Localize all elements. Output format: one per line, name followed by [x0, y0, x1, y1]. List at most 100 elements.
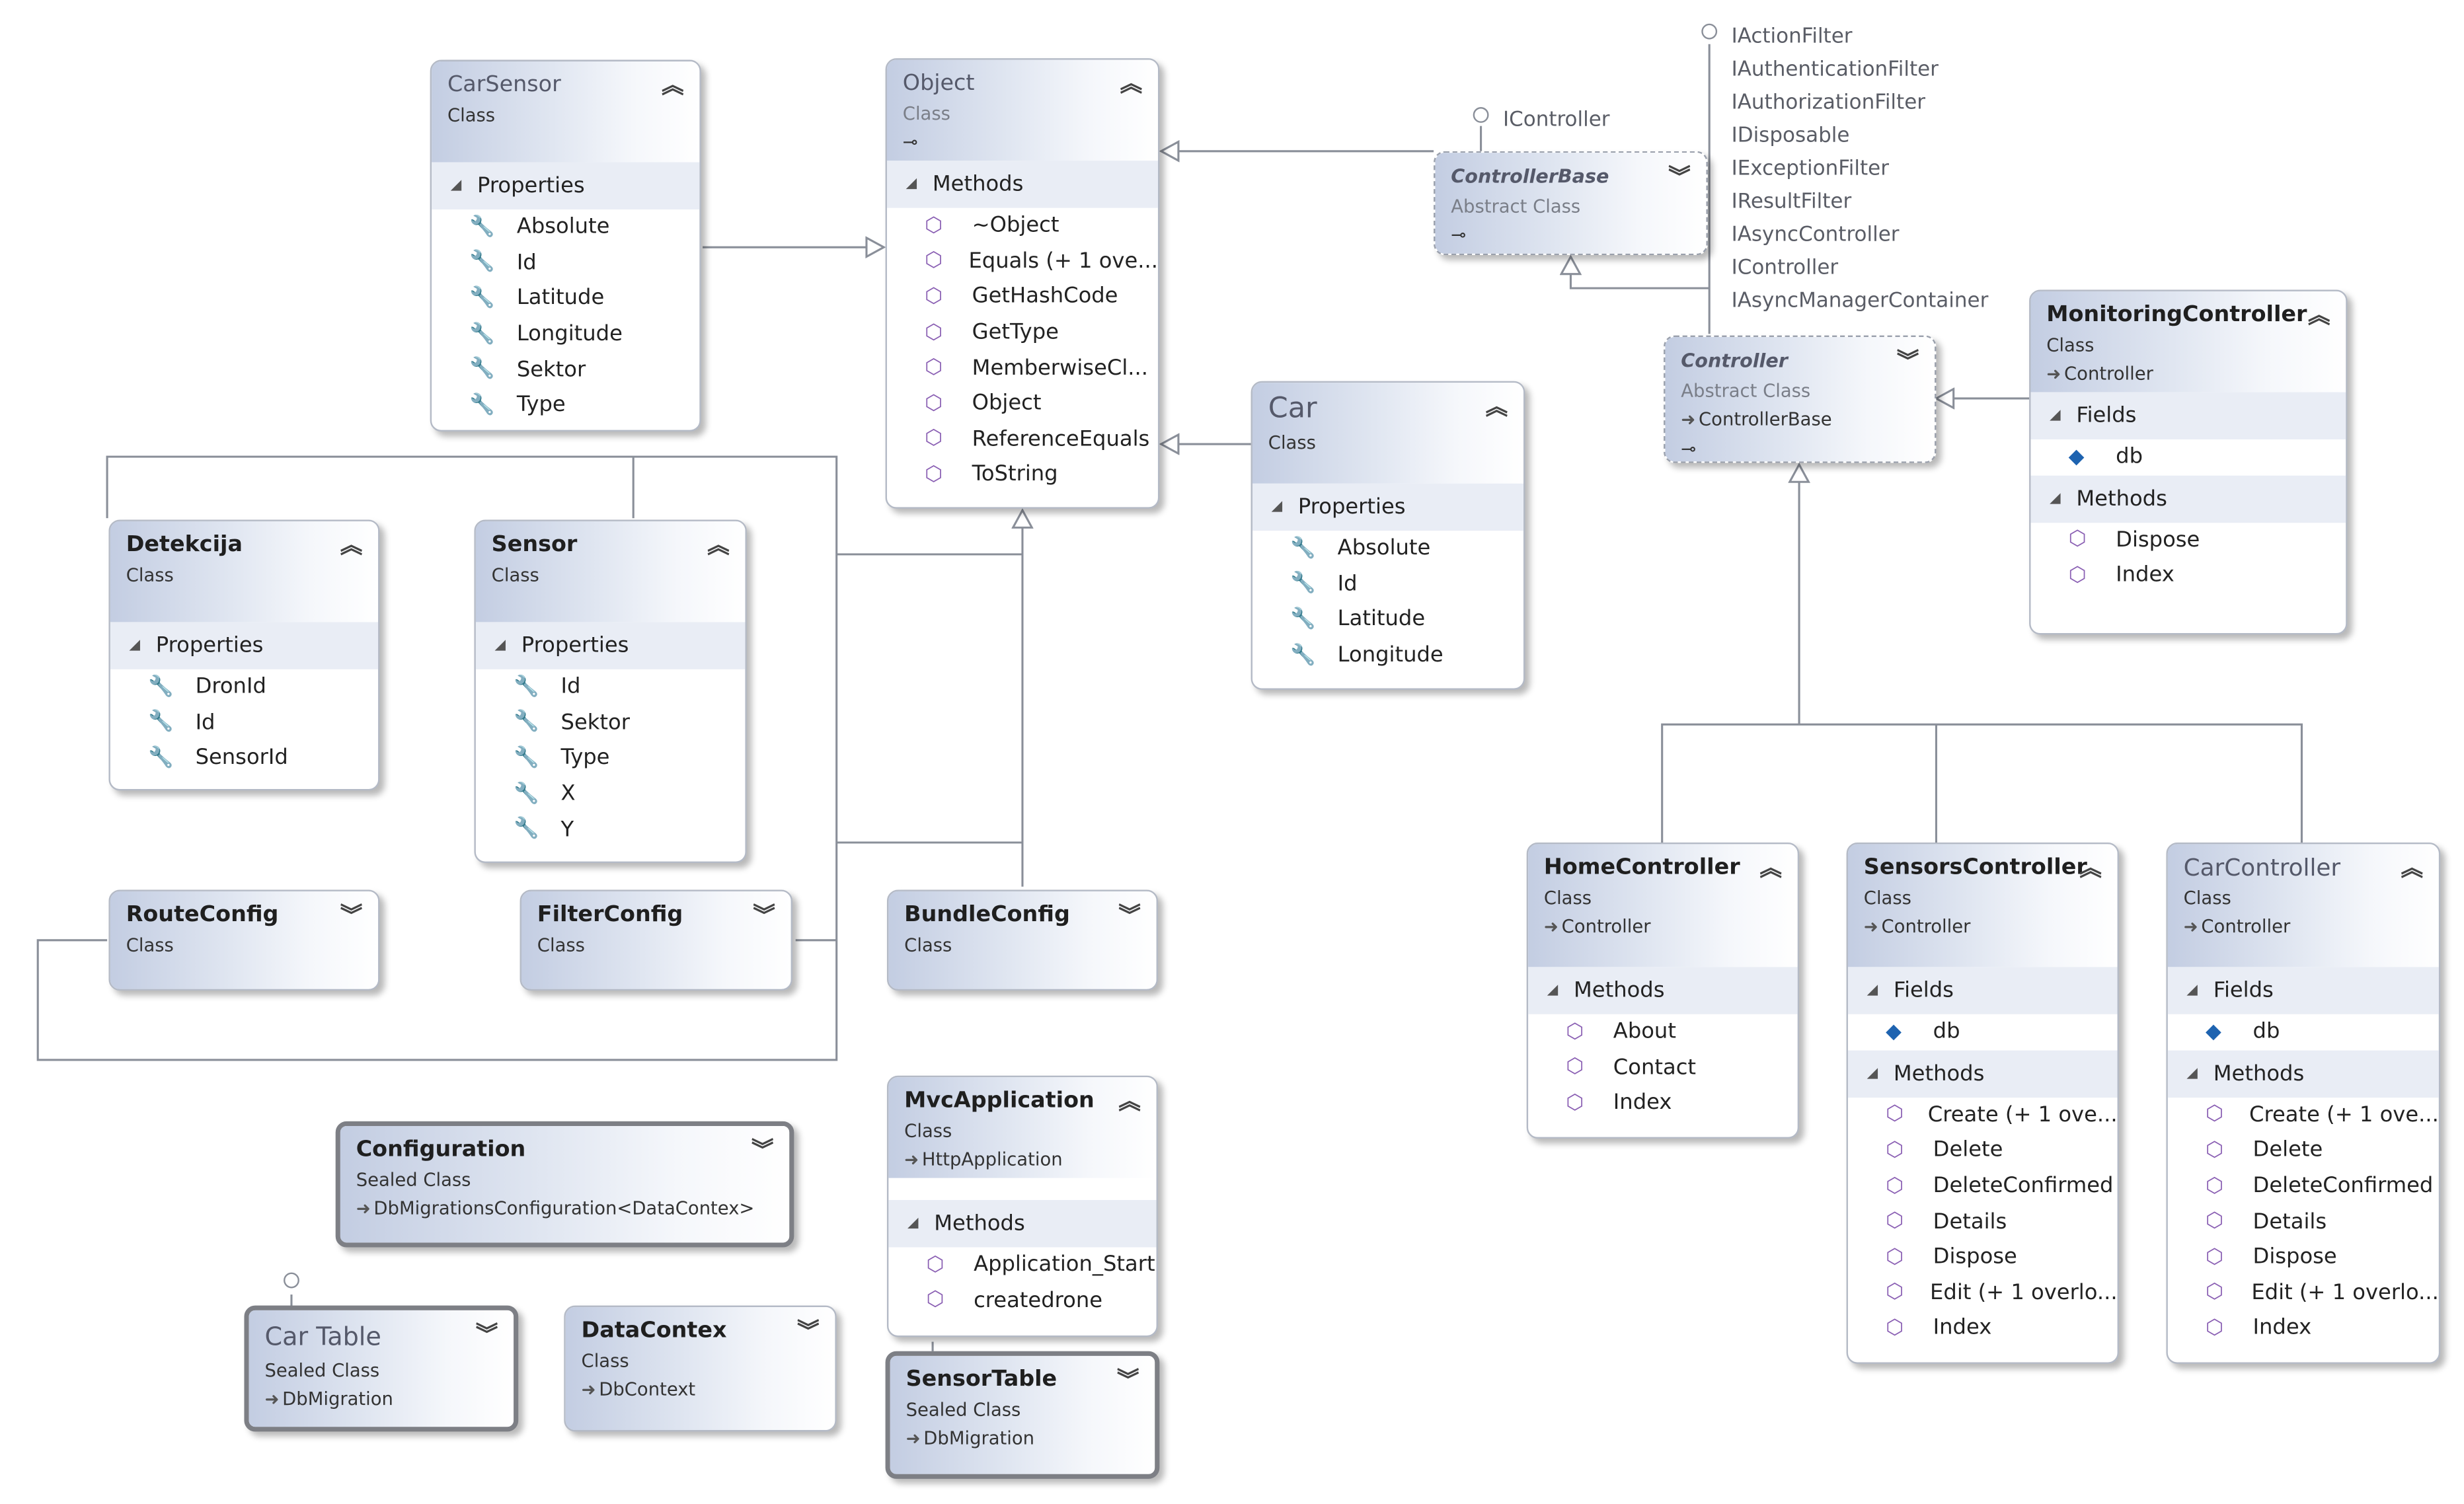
section-header[interactable]: ◢Properties [1252, 483, 1523, 531]
member-item[interactable]: ⬡Create (+ 1 ove... [1848, 1097, 2117, 1133]
section-header[interactable]: ◢Properties [475, 622, 746, 669]
section-header[interactable]: ◢Methods [888, 1199, 1157, 1248]
member-item[interactable]: ⬡Delete [2168, 1133, 2439, 1168]
member-item[interactable]: 🔧Latitude [1252, 602, 1523, 638]
member-item[interactable]: ⬡createdrone [888, 1283, 1156, 1318]
member-item[interactable]: ⬡Index [1528, 1085, 1798, 1121]
section-header[interactable]: ◢Methods [2030, 474, 2346, 523]
section-header[interactable]: ◢Fields [2030, 392, 2346, 439]
chevron-double-up-icon[interactable]: ︽ [340, 533, 363, 560]
member-item[interactable]: ⬡ReferenceEquals [887, 422, 1158, 457]
member-item[interactable]: ⬡Object [887, 386, 1158, 422]
member-item[interactable]: ⬡~Object [887, 208, 1158, 244]
member-item[interactable]: ◆db [2030, 439, 2346, 475]
member-item[interactable]: 🔧Id [110, 705, 378, 741]
member-item[interactable]: ⬡Index [1848, 1310, 2118, 1346]
member-item[interactable]: ⬡DeleteConfirmed [1848, 1168, 2118, 1204]
member-item[interactable]: ⬡Details [1848, 1204, 2118, 1240]
section-header[interactable]: ◢Methods [1847, 1049, 2118, 1098]
member-item[interactable]: ⬡GetType [887, 315, 1158, 350]
member-item[interactable]: ⬡Edit (+ 1 overlo... [1848, 1275, 2117, 1310]
chevron-double-up-icon[interactable]: ︽ [1759, 856, 1782, 882]
member-item[interactable]: 🔧Type [476, 741, 746, 776]
member-item[interactable]: 🔧Absolute [1252, 531, 1523, 566]
chevron-double-down-icon[interactable]: ︾ [1668, 165, 1691, 191]
chevron-double-up-icon[interactable]: ︽ [2079, 856, 2102, 882]
member-item[interactable]: 🔧SensorId [110, 741, 378, 776]
section-header[interactable]: ◢Methods [2167, 1049, 2439, 1098]
member-item[interactable]: ⬡ToString [887, 457, 1158, 493]
member-item[interactable]: ⬡MemberwiseCl... [887, 350, 1158, 386]
chevron-double-down-icon[interactable]: ︾ [751, 1139, 774, 1164]
section-header[interactable]: ◢Properties [432, 162, 700, 209]
chevron-double-down-icon[interactable]: ︾ [797, 1320, 820, 1345]
member-item[interactable]: ⬡Delete [1848, 1133, 2118, 1168]
member-item[interactable]: ◆db [1848, 1014, 2118, 1050]
chevron-double-down-icon[interactable]: ︾ [1118, 903, 1141, 930]
member-item[interactable]: 🔧Sektor [432, 352, 699, 387]
section-header[interactable]: ◢Fields [1847, 967, 2118, 1014]
member-item[interactable]: ⬡Index [2168, 1310, 2439, 1346]
section-header[interactable]: ◢Methods [1528, 967, 1798, 1014]
chevron-double-down-icon[interactable]: ︾ [753, 903, 775, 930]
member-item[interactable]: 🔧Longitude [1252, 638, 1523, 673]
member-item[interactable]: ⬡Dispose [2030, 522, 2346, 558]
section-header[interactable]: ◢Methods [886, 161, 1158, 208]
chevron-double-up-icon[interactable]: ︽ [2401, 856, 2423, 882]
member-item[interactable]: ⬡Application_Start [888, 1247, 1156, 1283]
chevron-double-down-icon[interactable]: ︾ [1896, 350, 1919, 375]
member-item[interactable]: 🔧Y [476, 811, 746, 847]
member-item[interactable]: ⬡Contact [1528, 1050, 1798, 1086]
member-item[interactable]: 🔧X [476, 776, 746, 811]
member-item[interactable]: ⬡DeleteConfirmed [2168, 1168, 2439, 1204]
member-item[interactable]: 🔧Absolute [432, 209, 699, 245]
member-item[interactable]: ⬡Dispose [1848, 1240, 2118, 1275]
chevron-double-up-icon[interactable]: ︽ [1485, 395, 1508, 421]
chevron-double-up-icon[interactable]: ︽ [707, 533, 730, 560]
member-item[interactable]: ⬡Create (+ 1 ove... [2168, 1097, 2439, 1133]
member-item[interactable]: 🔧Longitude [432, 317, 699, 352]
member-item[interactable]: ⬡Dispose [2168, 1240, 2439, 1275]
member-item[interactable]: 🔧Id [432, 245, 699, 281]
member-item[interactable]: 🔧Id [476, 669, 746, 705]
chevron-double-up-icon[interactable]: ︽ [2307, 303, 2330, 330]
chevron-double-down-icon[interactable]: ︾ [475, 1322, 498, 1349]
chevron-double-down-icon[interactable]: ︾ [1116, 1369, 1139, 1394]
member-item[interactable]: 🔧DronId [110, 669, 378, 705]
chevron-double-up-icon[interactable]: ︽ [662, 74, 684, 100]
section-header[interactable]: ◢Properties [110, 622, 379, 669]
member-item[interactable]: 🔧Id [1252, 566, 1523, 602]
member-item[interactable]: 🔧Sektor [476, 705, 746, 741]
member-item[interactable]: ⬡About [1528, 1014, 1798, 1050]
chevron-double-down-icon[interactable]: ︾ [340, 903, 363, 930]
member-item[interactable]: ◆db [2168, 1014, 2439, 1050]
member-item[interactable]: ⬡Index [2030, 558, 2346, 593]
member-item[interactable]: ⬡GetHashCode [887, 279, 1158, 315]
member-item[interactable]: ⬡Details [2168, 1204, 2439, 1240]
member-item[interactable]: ⬡Edit (+ 1 overlo... [2168, 1275, 2439, 1310]
chevron-double-up-icon[interactable]: ︽ [1118, 1090, 1141, 1115]
section-header[interactable]: ◢Fields [2167, 967, 2439, 1014]
member-item[interactable]: 🔧Type [432, 387, 699, 423]
chevron-double-up-icon[interactable]: ︽ [1120, 72, 1143, 98]
member-item[interactable]: ⬡Equals (+ 1 ove... [887, 243, 1158, 279]
